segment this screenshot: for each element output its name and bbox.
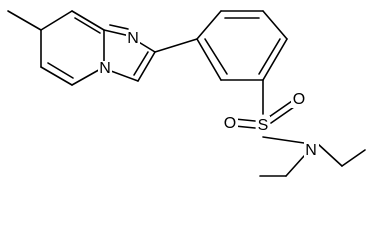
sulfur-nitrogen-bond — [262, 136, 305, 144]
sulfur-oxygen-left-bond-b — [234, 125, 256, 129]
imidazole-bond-4 — [110, 70, 139, 82]
ethyl-left-bond-1 — [285, 155, 305, 177]
chemical-structure: N N S O O N — [7, 10, 366, 177]
atom-bg-n-imidazole — [126, 31, 140, 47]
benzene-bond-4 — [262, 38, 288, 81]
biaryl-bond — [154, 38, 198, 53]
imidazole-bond-3 — [137, 51, 156, 82]
benzene-bond-3 — [262, 10, 288, 40]
ethyl-right-bond-2 — [341, 149, 366, 167]
imidazole-bond-1 — [103, 29, 131, 37]
benzene-bond-6 — [196, 38, 222, 81]
pyridine-bond-2 — [71, 10, 105, 31]
atom-oxygen-top: O — [293, 91, 305, 108]
atom-oxygen-left: O — [224, 115, 236, 132]
sulfur-oxygen-top-bond-b — [270, 106, 295, 124]
pyridine-bond-2b — [74, 17, 101, 34]
pyridine-bond-1 — [40, 10, 73, 31]
benzene-bond-1 — [196, 10, 222, 40]
benzene-bond-4b — [258, 38, 281, 75]
atom-bg-n-bridgehead — [98, 61, 112, 77]
atom-bg-oxygen-left — [222, 114, 238, 132]
methyl-bond — [7, 10, 42, 31]
atom-bg-n-amide — [304, 141, 319, 159]
imidazole-bond-1b — [109, 24, 129, 30]
atom-bg-sulfur — [256, 116, 270, 134]
ethyl-right-bond-1 — [317, 143, 343, 167]
atom-bg-oxygen-top — [291, 90, 307, 108]
imidazole-bond-3b — [133, 51, 149, 76]
benzene-bond-6b — [204, 38, 228, 75]
atom-n-bridgehead: N — [99, 60, 111, 77]
atom-n-amide: N — [305, 142, 317, 159]
atom-sulfur: S — [258, 117, 269, 134]
sulfur-oxygen-left-bond-a — [234, 118, 256, 122]
atom-labels: N N S O O N — [98, 30, 319, 159]
atom-n-imidazole: N — [127, 30, 139, 47]
pyridine-bond-5 — [40, 66, 73, 86]
pyridine-bond-5b — [47, 62, 74, 79]
sulfur-oxygen-top-bond-a — [268, 100, 293, 118]
